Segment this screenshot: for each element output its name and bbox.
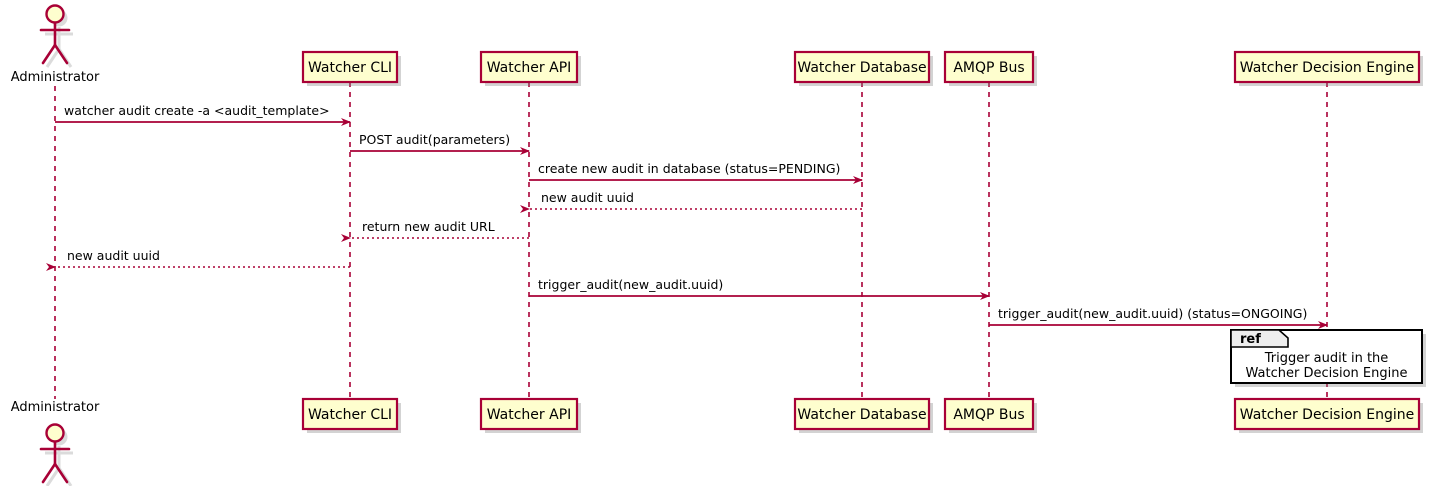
actor-administrator[interactable]: Administrator (11, 4, 100, 86)
messages-group: watcher audit create -a <audit_template>… (46, 103, 1328, 329)
participant-label-watcher-cli: Watcher CLI (308, 407, 392, 423)
ref-fragment-tag-label: ref (1240, 332, 1261, 347)
participant-label-amqp-bus: AMQP Bus (953, 60, 1024, 76)
participant-label-watcher-decision-engine: Watcher Decision Engine (1240, 407, 1414, 423)
participant-box-watcher-database-top[interactable]: Watcher Database (793, 50, 933, 86)
message-label-3: create new audit in database (status=PEN… (538, 161, 840, 176)
participant-box-rect (943, 397, 1035, 431)
message-1[interactable]: watcher audit create -a <audit_template> (55, 103, 351, 126)
message-label-7: trigger_audit(new_audit.uuid) (538, 277, 723, 292)
participant-box-rect (301, 50, 399, 84)
message-label-5: return new audit URL (362, 219, 495, 234)
actor-label-administrator: Administrator (11, 400, 100, 415)
participant-label-watcher-api: Watcher API (487, 60, 572, 76)
actor-leg-right (53, 462, 69, 484)
message-label-4: new audit uuid (541, 190, 634, 205)
participant-box-amqp-bus-bottom[interactable]: AMQP Bus (943, 397, 1037, 433)
participant-box-rect (793, 397, 931, 431)
participant-box-watcher-api-bottom[interactable]: Watcher API (479, 397, 581, 433)
participant-box-watcher-database-bottom[interactable]: Watcher Database (793, 397, 933, 433)
message-2[interactable]: POST audit(parameters) (350, 132, 530, 155)
message-6[interactable]: new audit uuid (46, 248, 350, 271)
ref-fragment-line-1: Trigger audit in the (1264, 351, 1389, 366)
participant-label-watcher-api: Watcher API (487, 407, 572, 423)
message-4[interactable]: new audit uuid (520, 190, 862, 213)
message-label-8: trigger_audit(new_audit.uuid) (status=ON… (998, 306, 1307, 321)
actor-administrator[interactable]: Administrator (11, 400, 100, 486)
actor-head (45, 4, 65, 24)
message-8[interactable]: trigger_audit(new_audit.uuid) (status=ON… (989, 306, 1328, 329)
participant-box-rect (1233, 50, 1421, 84)
participant-label-watcher-database: Watcher Database (797, 60, 926, 76)
message-7[interactable]: trigger_audit(new_audit.uuid) (529, 277, 990, 300)
participant-label-watcher-database: Watcher Database (797, 407, 926, 423)
ref-fragment-tab (1230, 329, 1289, 348)
actor-leg-left (41, 43, 57, 65)
actor-leg-left (41, 462, 57, 484)
participant-box-watcher-decision-engine-top[interactable]: Watcher Decision Engine (1233, 50, 1423, 86)
participant-box-rect (301, 397, 399, 431)
participant-box-rect (479, 397, 579, 431)
participant-box-watcher-cli-top[interactable]: Watcher CLI (301, 50, 401, 86)
participant-box-rect (1233, 397, 1421, 431)
message-label-6: new audit uuid (67, 248, 160, 263)
actor-leg-right (53, 43, 69, 65)
actor-head (45, 423, 65, 443)
actor-label-administrator: Administrator (11, 70, 100, 85)
message-label-1: watcher audit create -a <audit_template> (64, 103, 330, 118)
ref-fragment-line-2: Watcher Decision Engine (1246, 366, 1408, 381)
message-5[interactable]: return new audit URL (341, 219, 529, 242)
participant-label-watcher-decision-engine: Watcher Decision Engine (1240, 60, 1414, 76)
participant-label-watcher-cli: Watcher CLI (308, 60, 392, 76)
message-label-2: POST audit(parameters) (359, 132, 510, 147)
participant-box-watcher-cli-bottom[interactable]: Watcher CLI (301, 397, 401, 433)
participant-box-rect (793, 50, 931, 84)
participant-box-rect (479, 50, 579, 84)
lifelines-group (54, 82, 1328, 399)
participant-label-amqp-bus: AMQP Bus (953, 407, 1024, 423)
participants-group: Watcher CLI Watcher CLI Watcher API Watcher… (301, 50, 1423, 433)
participant-box-rect (943, 50, 1035, 84)
participant-box-watcher-api-top[interactable]: Watcher API (479, 50, 581, 86)
message-3[interactable]: create new audit in database (status=PEN… (529, 161, 863, 184)
participant-box-watcher-decision-engine-bottom[interactable]: Watcher Decision Engine (1233, 397, 1423, 433)
participant-box-amqp-bus-top[interactable]: AMQP Bus (943, 50, 1037, 86)
